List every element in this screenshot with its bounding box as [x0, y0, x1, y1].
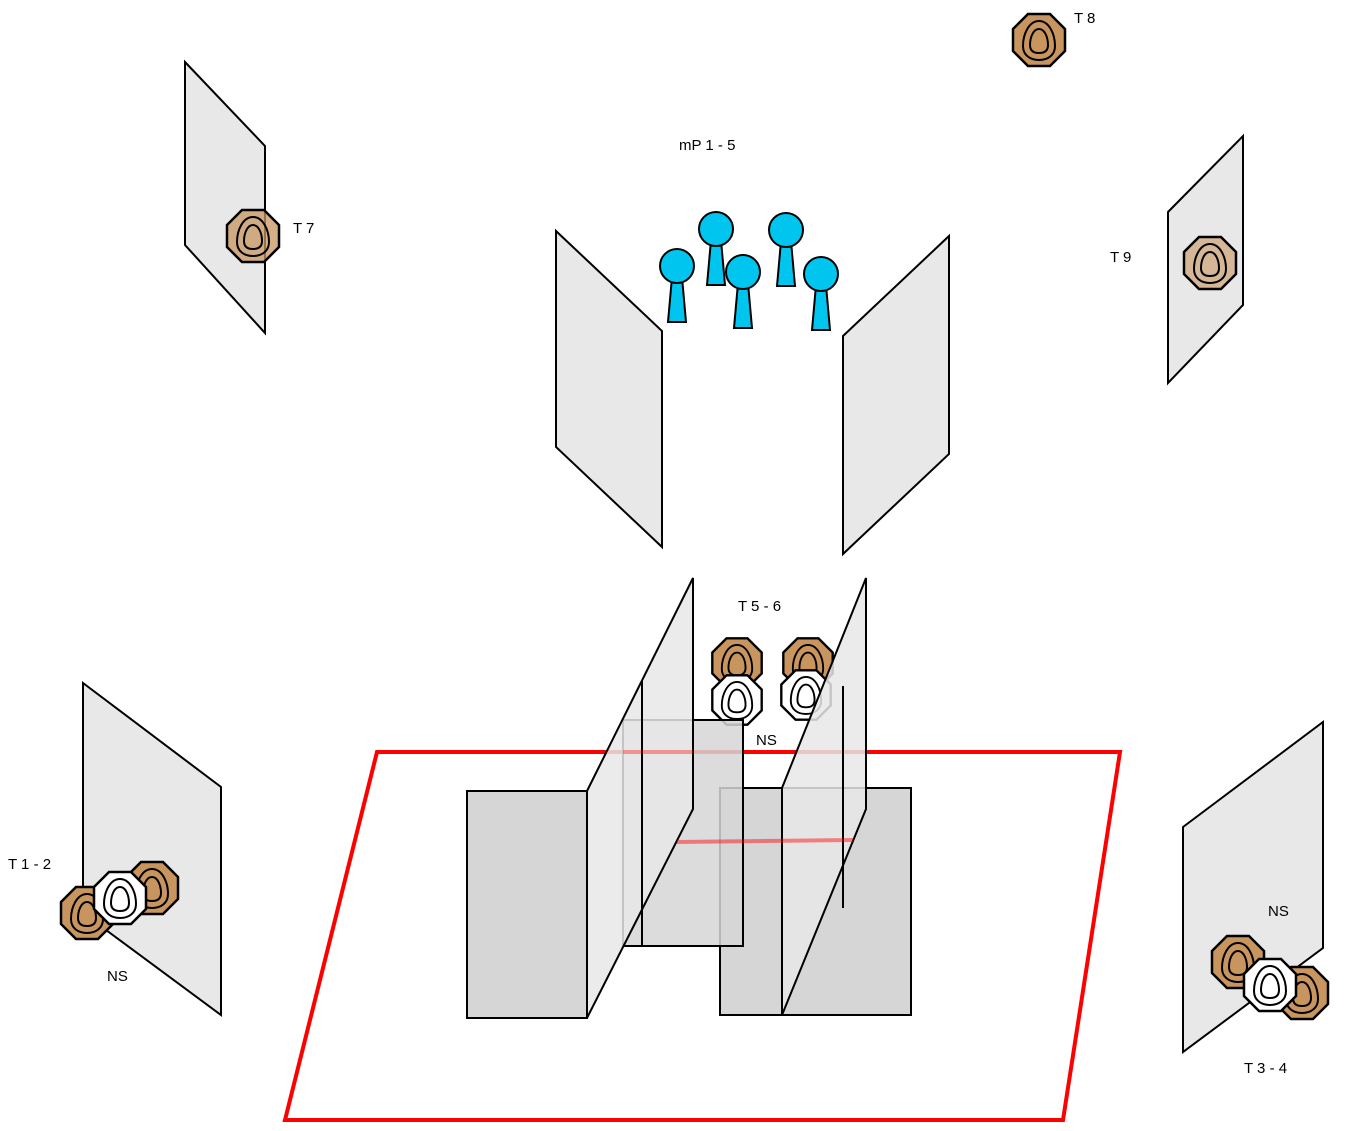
t7-target: [225, 208, 281, 264]
label-t3-4: T 3 - 4: [1244, 1060, 1287, 1077]
no-shoot-right: [1242, 957, 1298, 1013]
fault-line-faint-2: [676, 838, 854, 844]
no-shoot-left: [92, 870, 148, 926]
label-t8: T 8: [1074, 10, 1095, 27]
label-t5-6: T 5 - 6: [738, 598, 781, 615]
t8-target: [1011, 12, 1067, 68]
label-t9: T 9: [1110, 249, 1131, 266]
wall-popper-right: [842, 233, 950, 557]
t9-target: [1182, 235, 1238, 291]
label-ns-right: NS: [1268, 903, 1289, 920]
label-t7: T 7: [293, 220, 314, 237]
label-ns-left: NS: [107, 968, 128, 985]
wall-left: [82, 680, 222, 1017]
center-panel-right: [781, 577, 867, 1016]
label-mp: mP 1 - 5: [679, 137, 735, 154]
popper-4: [768, 212, 804, 287]
label-t1-2: T 1 - 2: [8, 856, 51, 873]
popper-3: [725, 254, 761, 329]
center-box-left-front: [466, 790, 588, 1019]
center-panel-left: [586, 577, 694, 1019]
wall-top-left: [184, 59, 266, 336]
wall-popper-left: [555, 228, 663, 550]
label-ns-center: NS: [756, 732, 777, 749]
shooting-area-fault-line: [282, 750, 1123, 1122]
popper-5: [803, 256, 839, 331]
no-shoot-center-1: [711, 674, 763, 726]
popper-1: [659, 248, 695, 323]
